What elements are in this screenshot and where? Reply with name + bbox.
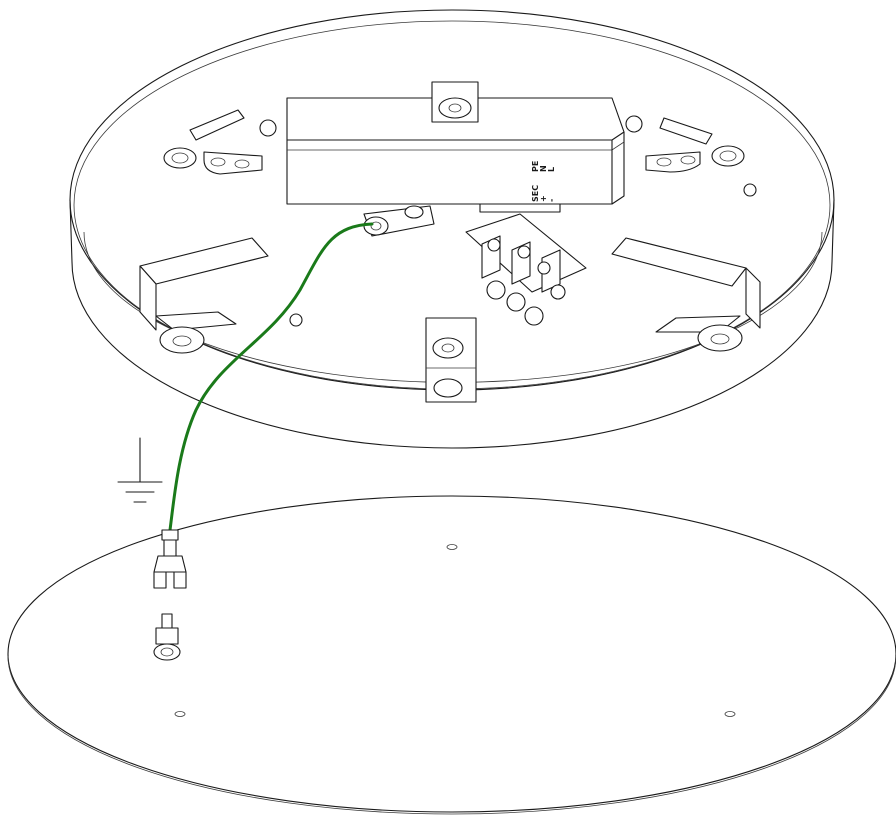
bracket-rl-clip-hole2 <box>234 159 250 169</box>
terminal-screw-4 <box>550 284 566 300</box>
bracket-fr-screw <box>710 333 730 345</box>
bracket-rl-plate <box>189 109 245 141</box>
terminal-mark-l: L <box>547 167 556 172</box>
terminal-screw-1 <box>486 280 506 300</box>
driver-box: PE N L SEC + - <box>286 97 625 213</box>
cover-hole-left <box>174 711 186 717</box>
bracket-rr-hole <box>719 150 737 162</box>
driver-box-body <box>286 97 625 205</box>
quick-connect-terminal <box>153 529 187 589</box>
terminal-screw-3 <box>524 306 544 326</box>
bracket-fl-top <box>139 237 269 285</box>
connector-flare <box>153 555 187 573</box>
housing-rim-bottom <box>71 261 833 449</box>
ground-lug-fixture <box>363 205 435 237</box>
bracket-rear-left <box>163 109 277 175</box>
terminal-block <box>465 213 587 326</box>
base-screw-left <box>289 313 303 327</box>
terminal-post-3 <box>541 249 561 293</box>
terminal-mark-pe: PE <box>531 161 540 172</box>
bracket-top-screw <box>438 97 472 119</box>
bracket-fl-screw <box>172 335 192 347</box>
terminal-mark-n: N <box>539 165 548 172</box>
connector-crimp-top <box>161 529 179 541</box>
secondary-mark-minus: - <box>547 199 556 202</box>
connector-tab-right <box>173 571 187 589</box>
secondary-mark-sec: SEC <box>531 185 540 202</box>
cover-hole-right <box>724 711 736 717</box>
terminal-screw-top-1 <box>487 238 501 252</box>
bracket-rl-clip <box>203 151 263 175</box>
bracket-rl-washer <box>163 147 197 169</box>
bracket-fc-hole <box>433 378 463 398</box>
bracket-rl-hole <box>171 152 189 164</box>
bracket-rear-right <box>625 115 745 173</box>
ground-lug-nut-hole <box>370 221 382 231</box>
bracket-fl-washer <box>159 326 205 354</box>
nut-rear-left <box>259 119 277 137</box>
bracket-rr-clip <box>645 151 701 173</box>
bracket-front-right <box>611 237 761 352</box>
connector-barrel <box>163 539 177 557</box>
bracket-top-screw-head <box>448 103 462 113</box>
bracket-fl-foot <box>155 311 237 331</box>
bracket-fr-washer <box>697 324 743 352</box>
ground-wire <box>168 222 374 532</box>
ground-lug-nut <box>363 216 389 236</box>
earth-ground-symbol <box>117 437 163 503</box>
housing-side-right <box>831 199 835 263</box>
bracket-rr-clip-hole <box>656 157 672 167</box>
ground-stud-body <box>155 627 179 645</box>
bracket-rr-plate <box>659 117 713 145</box>
ground-lug-screw <box>404 205 424 219</box>
terminal-screw-2 <box>506 292 526 312</box>
driver-box-foot <box>479 203 561 213</box>
bracket-rr-washer <box>711 145 745 167</box>
base-screw-right <box>743 183 757 197</box>
nut-rear-right <box>625 115 643 133</box>
bracket-rl-clip-hole <box>210 157 226 167</box>
bracket-front-center <box>425 317 477 403</box>
ground-stud-tab <box>161 613 173 629</box>
bracket-fc-screw-head <box>441 343 455 353</box>
housing-side-left <box>69 199 73 263</box>
bracket-fc-screw <box>432 337 464 359</box>
bracket-rr-clip-hole2 <box>680 155 696 165</box>
ground-stud-nut-hole <box>160 647 174 657</box>
bracket-fr-top <box>611 237 747 287</box>
ground-stud-cover <box>153 613 181 661</box>
cover-hole-rear <box>446 544 458 550</box>
bracket-front-left <box>139 237 269 354</box>
bracket-fl-side <box>139 265 157 331</box>
cover-disc <box>7 495 896 815</box>
bracket-fr-side <box>745 267 761 329</box>
terminal-screw-top-3 <box>537 261 551 275</box>
ground-stud-nut <box>153 643 181 661</box>
cover-disc-edge <box>7 655 896 815</box>
cover-disc-top <box>7 495 896 813</box>
connector-tab-left <box>153 571 167 589</box>
secondary-mark-plus: + <box>539 195 548 202</box>
bracket-top-center <box>431 81 479 123</box>
terminal-screw-top-2 <box>517 245 531 259</box>
